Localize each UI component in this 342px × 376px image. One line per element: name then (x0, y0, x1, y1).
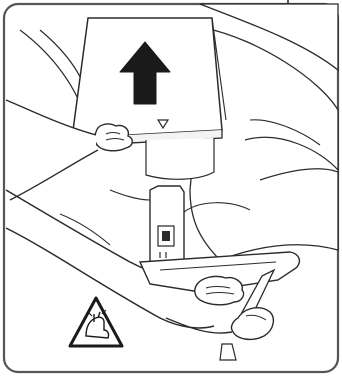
bottom-arm-line (166, 318, 232, 333)
housing-block (146, 138, 214, 179)
bottom-hand (231, 308, 273, 340)
upper-hand (95, 124, 133, 151)
lower-arm-crease (60, 214, 110, 245)
filter-cartridge (150, 186, 184, 264)
lower-hand (195, 276, 244, 304)
background-curve-4 (110, 190, 150, 200)
cartridge-indicator (162, 231, 170, 241)
pinch-warning-icon (70, 298, 122, 346)
tray-foot (220, 344, 236, 360)
